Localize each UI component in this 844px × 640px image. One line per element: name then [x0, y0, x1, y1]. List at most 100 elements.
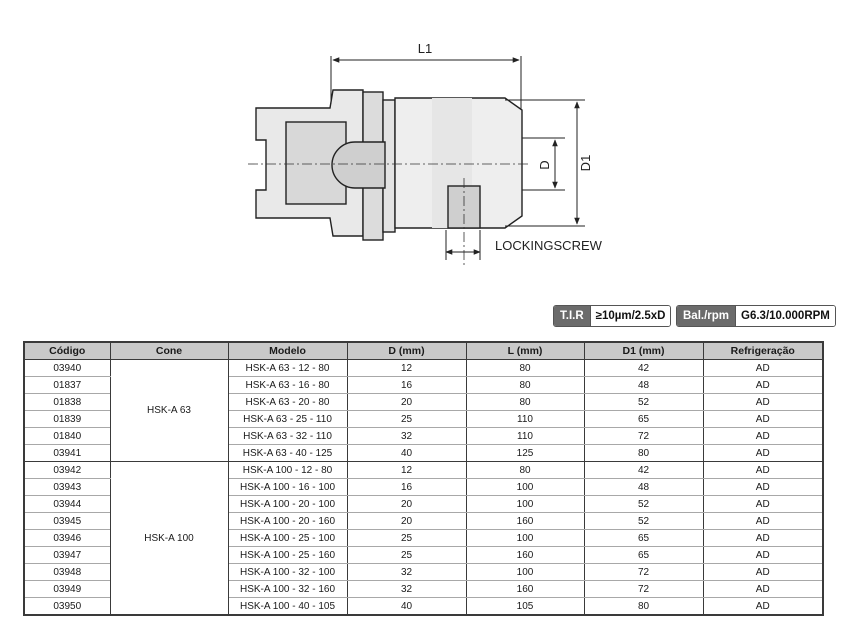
d-cell: 25 — [346, 410, 467, 428]
d-cell: 40 — [346, 597, 467, 616]
cone-cell: HSK-A 100 — [109, 461, 229, 616]
label-l1: L1 — [418, 41, 432, 56]
l-cell: 160 — [465, 546, 585, 564]
label-d: D — [537, 160, 552, 169]
d-cell: 25 — [346, 529, 467, 547]
l-cell: 110 — [465, 427, 585, 445]
modelo-cell: HSK-A 63 - 25 - 110 — [227, 410, 348, 428]
d1-cell: 80 — [583, 444, 704, 462]
d1-cell: 72 — [583, 580, 704, 598]
balance-value: G6.3/10.000RPM — [735, 306, 835, 326]
d1-cell: 52 — [583, 495, 704, 513]
l-cell: 160 — [465, 580, 585, 598]
column-header: L (mm) — [465, 341, 585, 360]
codigo-cell: 01838 — [23, 393, 111, 411]
d-cell: 16 — [346, 478, 467, 496]
l-cell: 80 — [465, 393, 585, 411]
d1-cell: 80 — [583, 597, 704, 616]
refrigeracao-cell: AD — [702, 444, 824, 462]
d1-cell: 65 — [583, 529, 704, 547]
d-cell: 32 — [346, 427, 467, 445]
modelo-cell: HSK-A 100 - 20 - 160 — [227, 512, 348, 530]
d-cell: 40 — [346, 444, 467, 462]
d-cell: 20 — [346, 512, 467, 530]
l-cell: 125 — [465, 444, 585, 462]
d-cell: 12 — [346, 359, 467, 377]
column-header: Refrigeração — [702, 341, 824, 360]
d1-cell: 72 — [583, 427, 704, 445]
label-d1: D1 — [578, 155, 593, 172]
d1-cell: 52 — [583, 393, 704, 411]
column-header: Cone — [109, 341, 229, 360]
codigo-cell: 03950 — [23, 597, 111, 616]
modelo-cell: HSK-A 63 - 20 - 80 — [227, 393, 348, 411]
l-cell: 100 — [465, 529, 585, 547]
codigo-cell: 01839 — [23, 410, 111, 428]
refrigeracao-cell: AD — [702, 393, 824, 411]
refrigeracao-cell: AD — [702, 580, 824, 598]
d1-cell: 48 — [583, 376, 704, 394]
d-cell: 32 — [346, 580, 467, 598]
l-cell: 80 — [465, 461, 585, 479]
d-cell: 32 — [346, 563, 467, 581]
balance-badge: Bal./rpm G6.3/10.000RPM — [676, 305, 836, 327]
codigo-cell: 03942 — [23, 461, 111, 479]
d-cell: 20 — [346, 495, 467, 513]
refrigeracao-cell: AD — [702, 529, 824, 547]
l-cell: 160 — [465, 512, 585, 530]
refrigeracao-cell: AD — [702, 512, 824, 530]
refrigeracao-cell: AD — [702, 563, 824, 581]
modelo-cell: HSK-A 100 - 16 - 100 — [227, 478, 348, 496]
d1-cell: 65 — [583, 410, 704, 428]
d1-cell: 42 — [583, 359, 704, 377]
modelo-cell: HSK-A 63 - 32 - 110 — [227, 427, 348, 445]
tool-holder-drawing: L1 D D1 LOCKINGSCREW — [248, 41, 603, 268]
d-cell: 20 — [346, 393, 467, 411]
refrigeracao-cell: AD — [702, 495, 824, 513]
column-header: D1 (mm) — [583, 341, 704, 360]
label-locking-screw: LOCKINGSCREW — [495, 238, 603, 253]
cone-cell: HSK-A 63 — [109, 359, 229, 462]
codigo-cell: 01837 — [23, 376, 111, 394]
refrigeracao-cell: AD — [702, 376, 824, 394]
l-cell: 100 — [465, 478, 585, 496]
modelo-cell: HSK-A 100 - 32 - 100 — [227, 563, 348, 581]
refrigeracao-cell: AD — [702, 546, 824, 564]
modelo-cell: HSK-A 100 - 12 - 80 — [227, 461, 348, 479]
column-header: Código — [23, 341, 111, 360]
tir-badge: T.I.R ≥10µm/2.5xD — [553, 305, 672, 327]
d1-cell: 65 — [583, 546, 704, 564]
codigo-cell: 03943 — [23, 478, 111, 496]
column-header: Modelo — [227, 341, 348, 360]
refrigeracao-cell: AD — [702, 427, 824, 445]
d1-cell: 52 — [583, 512, 704, 530]
d1-cell: 42 — [583, 461, 704, 479]
tir-key: T.I.R — [554, 306, 590, 326]
l-cell: 80 — [465, 376, 585, 394]
modelo-cell: HSK-A 63 - 12 - 80 — [227, 359, 348, 377]
l-cell: 100 — [465, 495, 585, 513]
codigo-cell: 03941 — [23, 444, 111, 462]
codigo-cell: 03944 — [23, 495, 111, 513]
refrigeracao-cell: AD — [702, 478, 824, 496]
d-cell: 16 — [346, 376, 467, 394]
holder-body — [255, 89, 523, 241]
codigo-cell: 03948 — [23, 563, 111, 581]
balance-key: Bal./rpm — [677, 306, 736, 326]
modelo-cell: HSK-A 100 - 40 - 105 — [227, 597, 348, 616]
modelo-cell: HSK-A 100 - 20 - 100 — [227, 495, 348, 513]
codigo-cell: 03947 — [23, 546, 111, 564]
refrigeracao-cell: AD — [702, 410, 824, 428]
